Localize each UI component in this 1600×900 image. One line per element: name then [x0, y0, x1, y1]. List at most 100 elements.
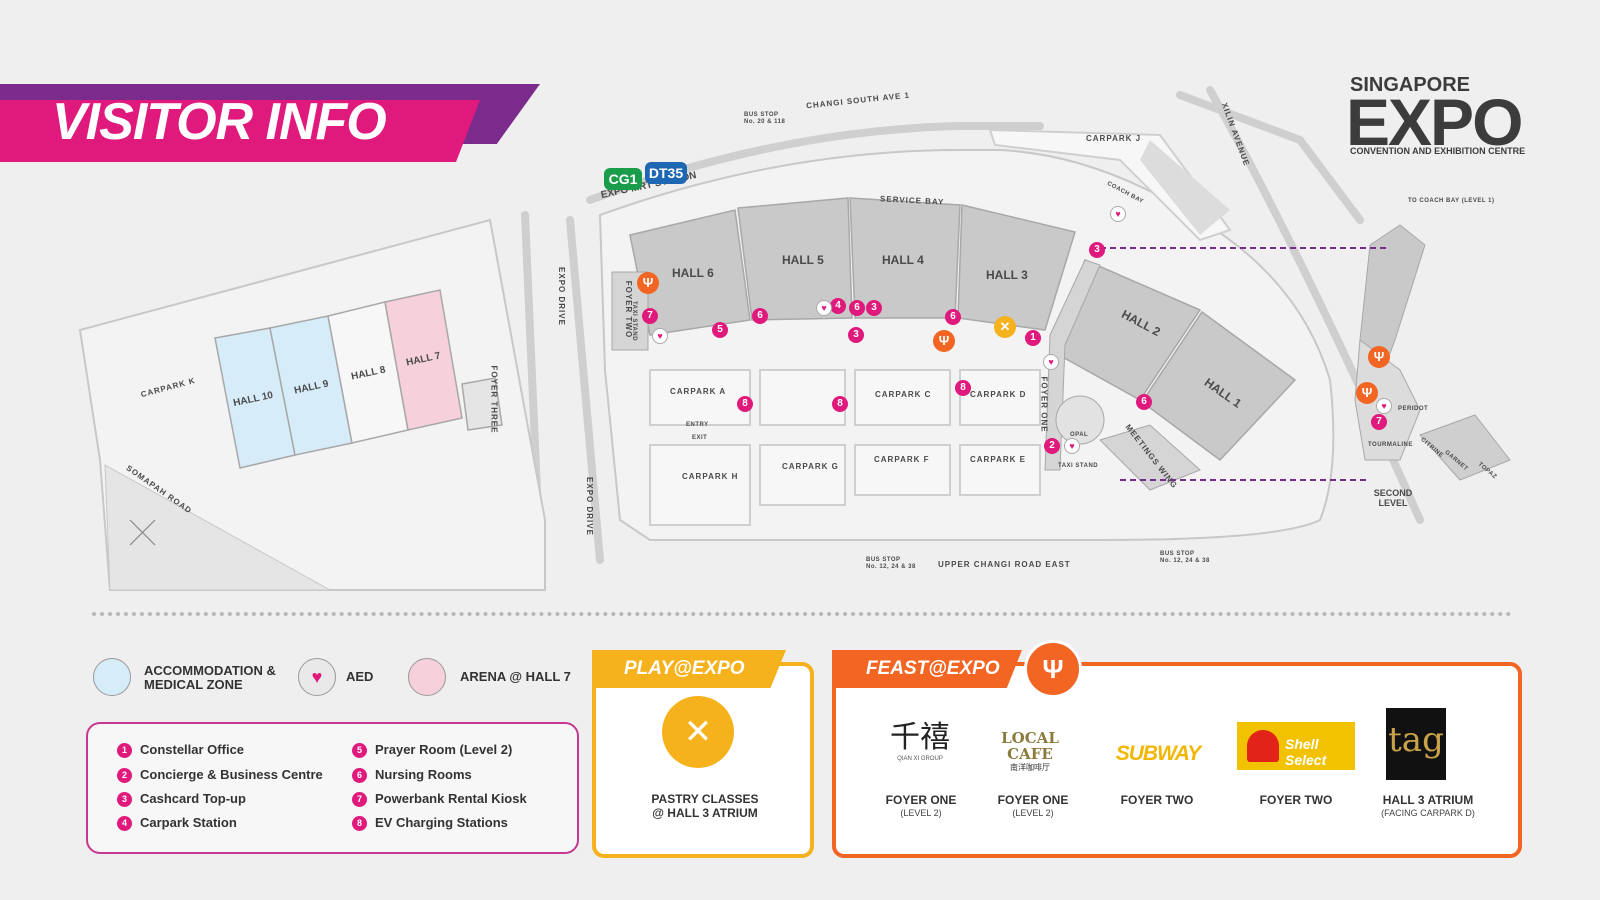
- carpark-f-label: CARPARK F: [874, 455, 930, 464]
- shell-icon: [1247, 730, 1279, 762]
- outlet-3-location: FOYER TWO: [1120, 793, 1194, 807]
- foyer-three-label: FOYER THREE: [489, 365, 499, 434]
- map-marker-6b: 6: [849, 300, 865, 316]
- foyer-one-label: FOYER ONE: [1039, 376, 1049, 433]
- map-marker-6c: 6: [945, 309, 961, 325]
- aed-icon-6: ♥: [1376, 398, 1392, 414]
- outlet-2-sub: (LEVEL 2): [1012, 808, 1054, 818]
- hall-7-shape: [384, 289, 463, 431]
- map-marker-8: 8: [737, 396, 753, 412]
- taxi-stand-2-label: TAXI STAND: [631, 300, 638, 342]
- shell-select-logo: Shell Select: [1237, 722, 1355, 770]
- fork-knife-icon-1: Ψ: [637, 272, 659, 294]
- accommodation-swatch: [93, 658, 131, 696]
- carpark-e-label: CARPARK E: [970, 455, 1026, 464]
- bus-stop-bottom1-label: BUS STOP: [866, 557, 901, 563]
- map-marker-3b: 3: [848, 327, 864, 343]
- hall-1-shape: [1140, 310, 1297, 462]
- entry-label: ENTRY: [686, 422, 709, 428]
- bus-stop-bottom2-numbers: No. 12, 24 & 38: [1160, 558, 1210, 564]
- hall-5-shape: [737, 197, 853, 321]
- outlet-5-location: HALL 3 ATRIUM: [1382, 793, 1474, 807]
- play-expo-tab: [592, 650, 786, 688]
- whisk-rolling-pin-icon: ✕: [662, 696, 734, 768]
- road-expo-drive-label-2: EXPO DRIVE: [584, 477, 594, 536]
- bus-stop-bottom2-label: BUS STOP: [1160, 551, 1195, 557]
- exit-label: EXIT: [692, 435, 708, 441]
- foyer-three-shape: [461, 377, 503, 431]
- outlet-4-location: FOYER TWO: [1259, 793, 1333, 807]
- carpark-d-label: CARPARK D: [970, 390, 1027, 399]
- tag-logo: tag: [1386, 708, 1446, 780]
- road-upper-changi-label: UPPER CHANGI ROAD EAST: [938, 560, 1071, 569]
- carpark-h-label: CARPARK H: [682, 472, 739, 481]
- hall-4-label: HALL 4: [882, 253, 924, 267]
- fork-knife-icon-2: Ψ: [933, 330, 955, 352]
- hall-3-label: HALL 3: [986, 268, 1028, 282]
- logo-expo: EXPO: [1346, 85, 1523, 159]
- fork-knife-icon: Ψ: [1024, 640, 1082, 698]
- feast-expo-title: FEAST@EXPO: [866, 658, 1000, 679]
- logo-singapore: SINGAPORE: [1350, 74, 1471, 96]
- play-expo-line1: PASTRY CLASSES: [651, 792, 759, 806]
- map-marker-7b: 7: [1371, 414, 1387, 430]
- opal-shape: [1055, 395, 1105, 445]
- outlet-1-location: FOYER ONE: [885, 793, 957, 807]
- feast-expo-tab: [832, 650, 1022, 688]
- outlet-1-sub: (LEVEL 2): [900, 808, 942, 818]
- arena-swatch: [408, 658, 446, 696]
- qianxi-logo: 千禧 QIAN XI GROUP: [890, 720, 950, 762]
- pastry-icon-map: ✕: [994, 316, 1016, 338]
- mrt-cg1-badge: CG1: [604, 168, 642, 190]
- subway-logo: SUBWAY: [1115, 742, 1202, 765]
- play-expo-title: PLAY@EXPO: [624, 658, 745, 679]
- bus-stop-top-label: BUS STOP: [744, 112, 779, 118]
- map-marker-6d: 6: [1136, 394, 1152, 410]
- map-marker-6: 6: [752, 308, 768, 324]
- play-expo-description: PASTRY CLASSES @ HALL 3 ATRIUM: [598, 792, 812, 820]
- bus-stop-bottom1-numbers: No. 12, 24 & 38: [866, 564, 916, 570]
- compass: [129, 519, 156, 546]
- hall-3-shape: [957, 204, 1076, 331]
- outlet-2-location: FOYER ONE: [997, 793, 1069, 807]
- page-title: VISITOR INFO: [52, 93, 387, 151]
- peridot-label: PERIDOT: [1398, 406, 1429, 412]
- carpark-c-label: CARPARK C: [875, 390, 932, 399]
- accommodation-legend-label: ACCOMMODATION & MEDICAL ZONE: [144, 663, 276, 692]
- taxi-stand-label: TAXI STAND: [1058, 463, 1099, 469]
- meetings-wing-shape: [1099, 424, 1201, 491]
- road-expo-drive-label-1: EXPO DRIVE: [556, 267, 566, 326]
- aed-icon-4: ♥: [1064, 438, 1080, 454]
- aed-icon-3: ♥: [1043, 354, 1059, 370]
- hall-6-label: HALL 6: [672, 266, 714, 280]
- to-coach-bay-label: TO COACH BAY (LEVEL 1): [1408, 198, 1495, 204]
- map-marker-5: 5: [712, 322, 728, 338]
- dotted-divider: [92, 612, 1512, 616]
- outlet-5-sub: (FACING CARPARK D): [1381, 808, 1475, 818]
- local-cafe-logo: LOCAL CAFE 南洋咖啡厅: [1001, 729, 1059, 772]
- road-expo-drive: [566, 216, 604, 564]
- mrt-dt35-badge: DT35: [645, 162, 687, 184]
- map-marker-4: 4: [830, 298, 846, 314]
- foyer-two-shape: [611, 271, 649, 351]
- header-banner-pink: [0, 100, 480, 162]
- carpark-g-label: CARPARK G: [782, 462, 839, 471]
- map-marker-8c: 8: [955, 380, 971, 396]
- carpark-a-label: CARPARK A: [670, 387, 727, 396]
- aed-icon-2: ♥: [816, 300, 832, 316]
- play-expo-line2: @ HALL 3 ATRIUM: [652, 806, 758, 820]
- aed-icon-5: ♥: [1110, 206, 1126, 222]
- aed-icon: ♥: [298, 658, 336, 696]
- map-marker-3: 3: [866, 300, 882, 316]
- aed-legend-label: AED: [346, 669, 374, 684]
- logo-subtitle: CONVENTION AND EXHIBITION CENTRE: [1350, 146, 1526, 156]
- map-marker-8b: 8: [832, 396, 848, 412]
